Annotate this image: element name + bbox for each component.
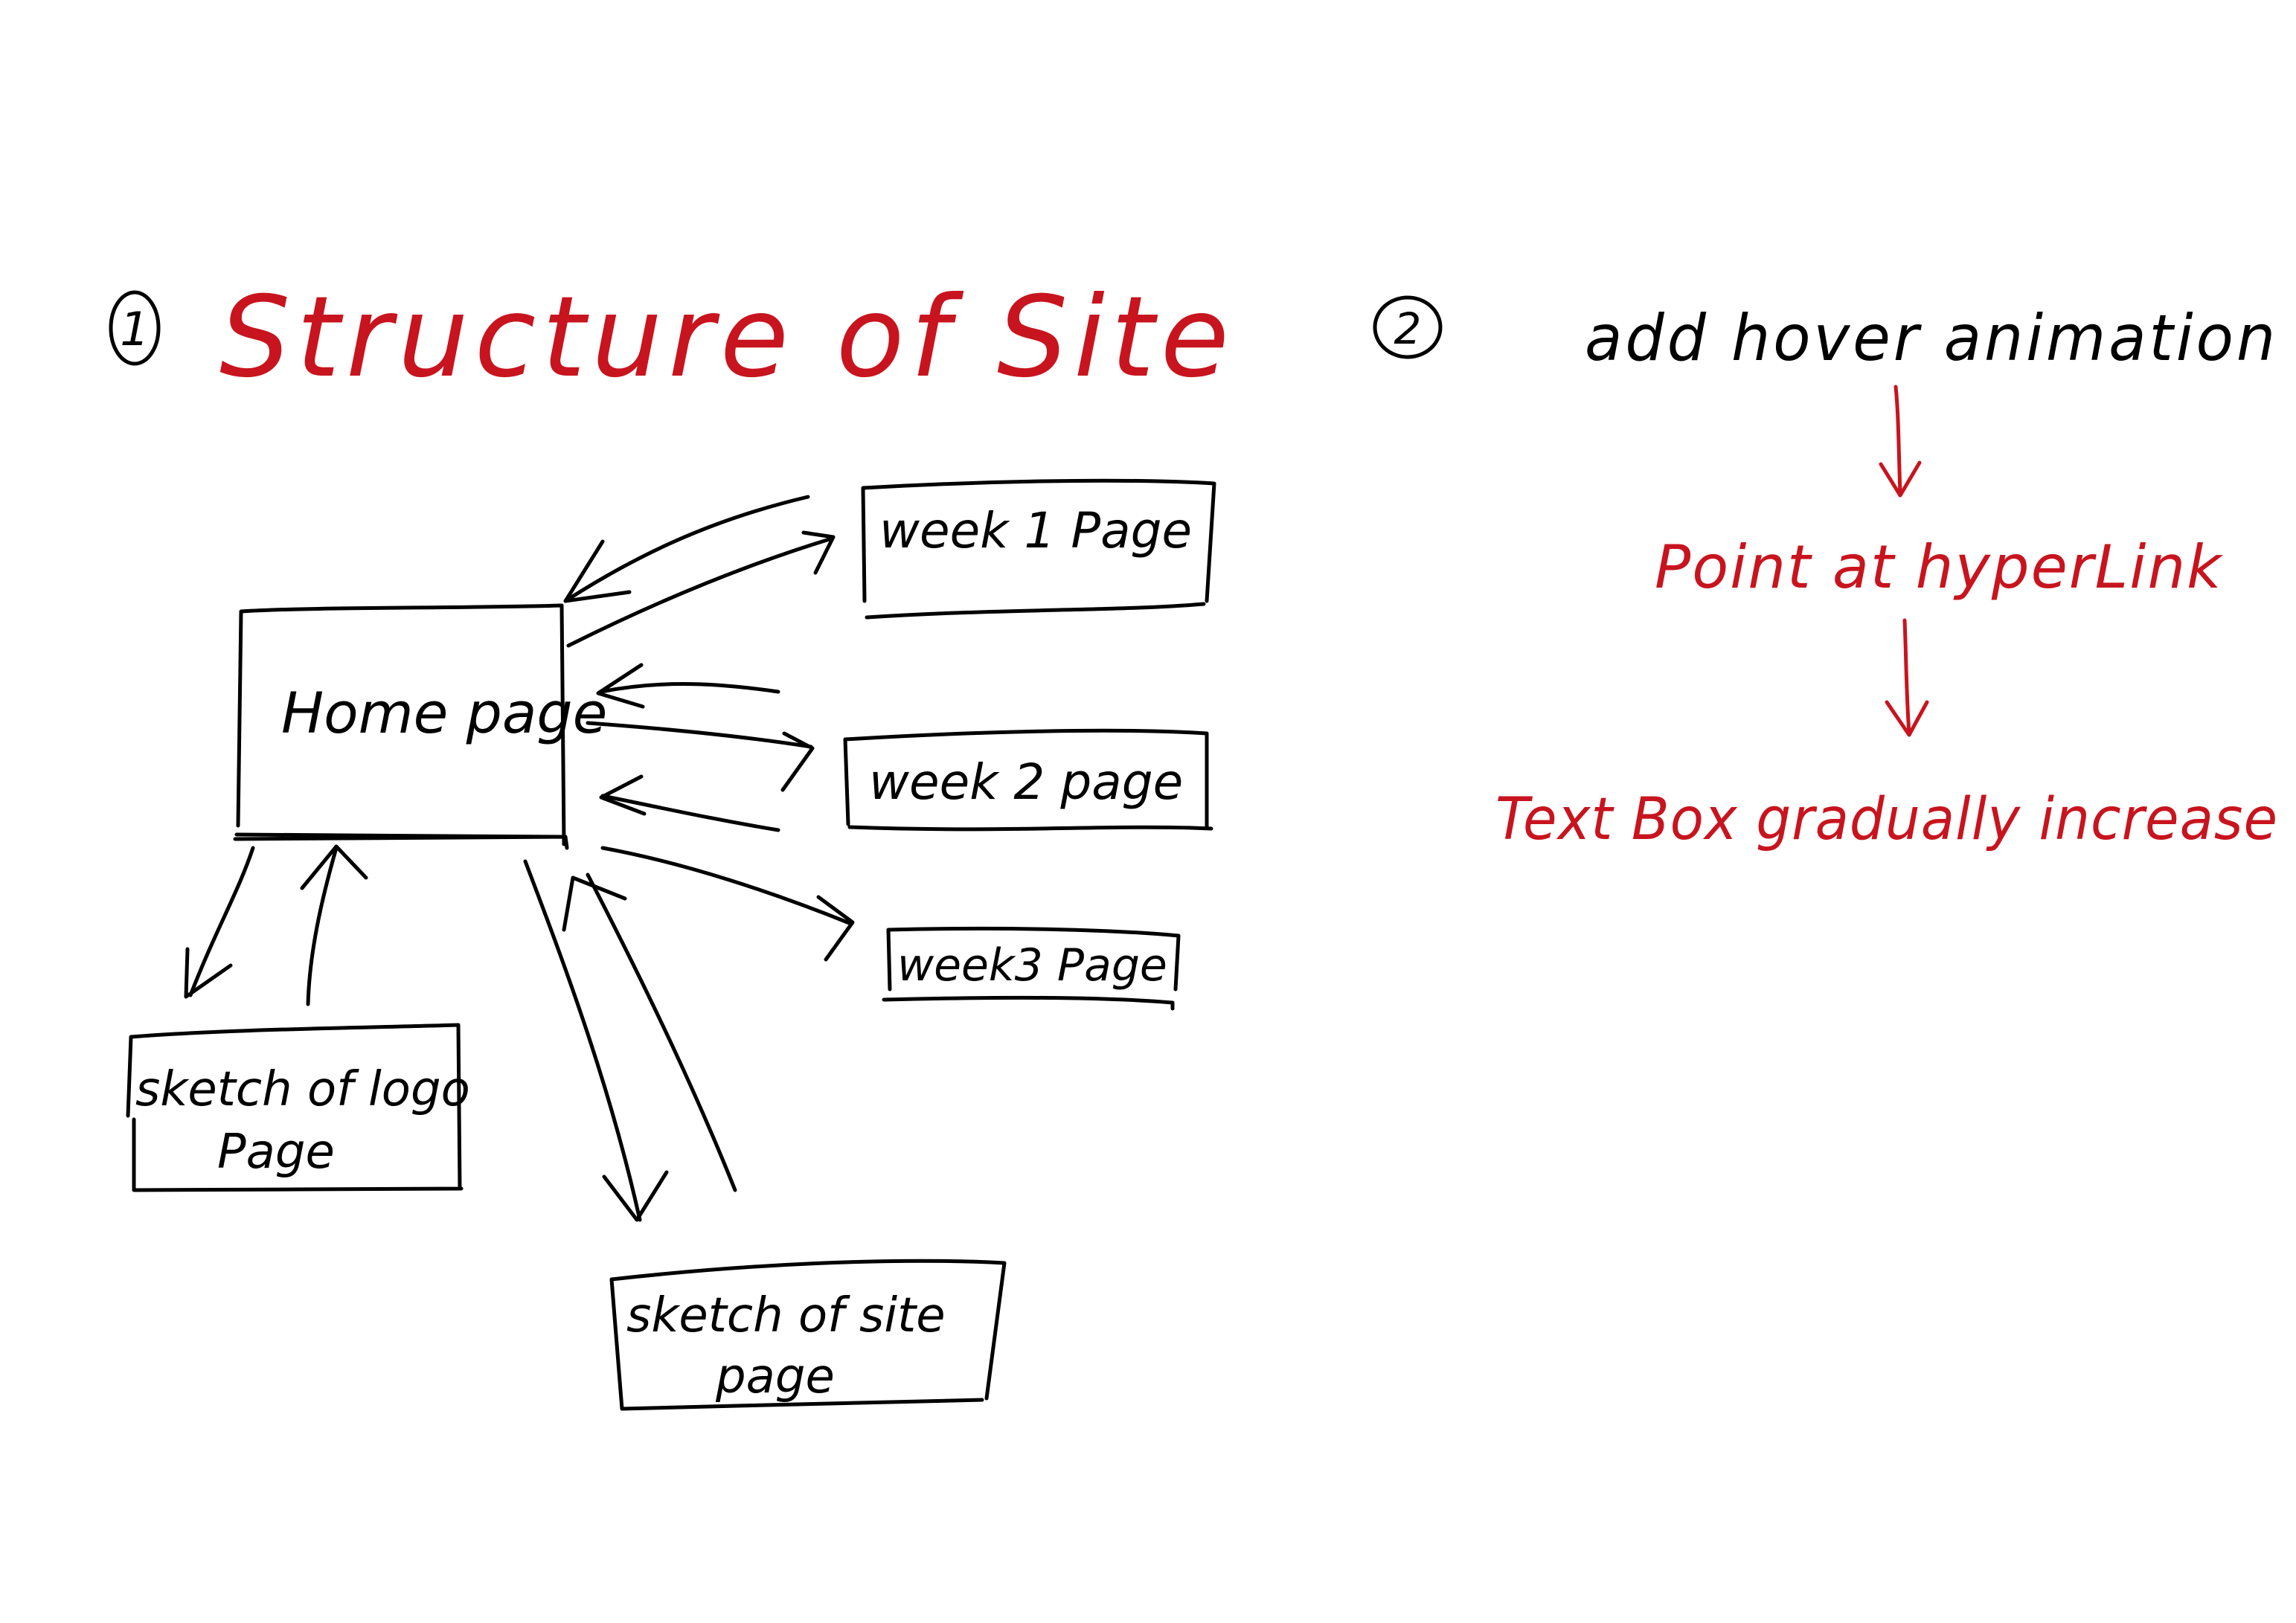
node-week1-page: week 1 Page xyxy=(861,478,1216,620)
section1-number: 1 xyxy=(120,302,149,356)
arrow-home-to-site xyxy=(523,859,642,1222)
arrow-logo-to-home xyxy=(306,846,339,1006)
logo-sketch-box xyxy=(126,1023,464,1192)
week2-label: week 2 page xyxy=(869,753,1183,811)
arrows xyxy=(184,495,855,1222)
site-sketch-box xyxy=(609,1259,1007,1411)
logo-sketch-label-line1: sketch of logo xyxy=(135,1062,470,1117)
arrow-week3-to-home xyxy=(600,794,780,832)
section2-number-circle xyxy=(1373,295,1443,359)
arrow-home-to-week2 xyxy=(586,721,813,749)
arrow-home-to-week1 xyxy=(566,536,834,648)
site-sketch-label-line2: page xyxy=(715,1349,835,1404)
node-site-sketch-page: sketch of site page xyxy=(609,1259,1007,1411)
week1-label: week 1 Page xyxy=(879,502,1192,559)
section2-number: 2 xyxy=(1394,303,1422,354)
arrow-site-to-home xyxy=(586,872,737,1192)
flow-arrow-2 xyxy=(1902,618,1911,736)
site-sketch-label-line1: sketch of site xyxy=(626,1288,946,1343)
section1-header: 1 Structure of Site xyxy=(109,273,1235,402)
arrow-week1-to-home xyxy=(563,495,810,603)
week2-box xyxy=(843,728,1213,832)
node-home-page: Home page xyxy=(233,603,607,850)
arrow-home-to-week3 xyxy=(600,846,853,926)
section2: 2 add hover animation Point at hyperLink… xyxy=(1373,295,2278,853)
node-week2-page: week 2 page xyxy=(843,728,1213,832)
week3-label: week3 Page xyxy=(897,939,1167,992)
home-page-label: Home page xyxy=(281,680,607,746)
arrow-home-to-logo xyxy=(188,846,255,997)
section1-title: Structure of Site xyxy=(219,273,1235,402)
section2-title: add hover animation xyxy=(1585,301,2278,376)
arrow-week2-to-home xyxy=(599,682,780,694)
logo-sketch-label-line2: Page xyxy=(217,1125,335,1180)
node-logo-sketch-page: sketch of logo Page xyxy=(126,1023,470,1192)
section1-number-circle xyxy=(109,290,161,366)
flow-step-1: Point at hyperLink xyxy=(1655,533,2223,602)
flow-step-2: Text Box gradually increase xyxy=(1495,786,2278,853)
week3-box xyxy=(882,926,1181,1011)
node-week3-page: week3 Page xyxy=(882,926,1181,1011)
week1-box xyxy=(861,478,1216,620)
flow-arrow-1 xyxy=(1893,385,1902,496)
